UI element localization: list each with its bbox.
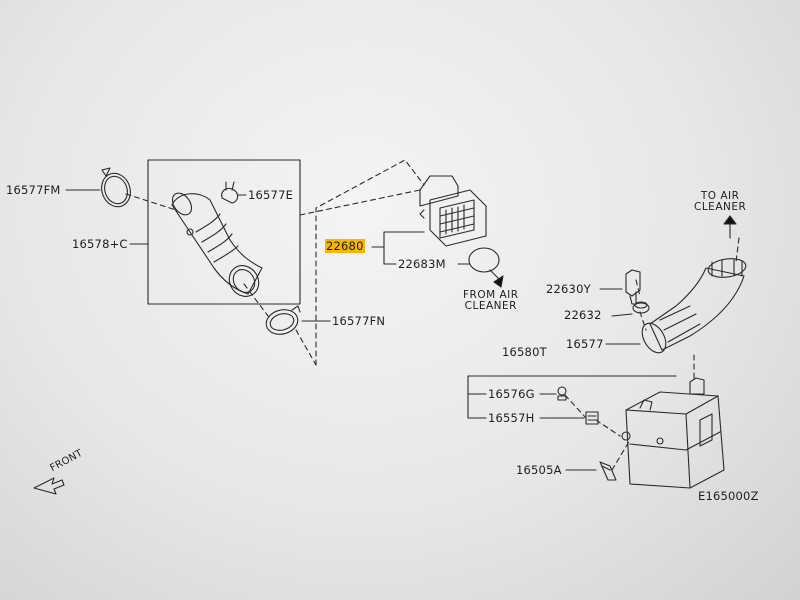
front-arrow — [33, 477, 65, 495]
resonator-hose — [641, 258, 747, 354]
part-16576g — [557, 386, 567, 396]
label-16576g[interactable]: 16576G — [488, 387, 535, 401]
label-22630y[interactable]: 22630Y — [546, 282, 591, 296]
label-22683m[interactable]: 22683M — [398, 257, 446, 271]
label-16577[interactable]: 16577 — [566, 337, 604, 351]
sensor-22630y — [625, 269, 641, 305]
from-air-cleaner-line1: FROM AIR — [463, 289, 519, 301]
bracket-22680 — [371, 231, 425, 248]
dashed-connectors — [125, 159, 740, 471]
label-16580t[interactable]: 16580T — [502, 345, 547, 359]
to-air-cleaner-line1: TO AIR — [700, 190, 740, 202]
to-air-cleaner-note: TO AIR CLEANER — [694, 191, 746, 213]
clip-16577e — [221, 181, 239, 204]
label-22632[interactable]: 22632 — [564, 308, 602, 322]
grommet-22632 — [632, 302, 650, 314]
highlight-22680: 22680 — [325, 239, 365, 253]
arrow-to-air-cleaner — [723, 215, 737, 225]
air-duct — [171, 192, 263, 297]
to-air-cleaner-line2: CLEANER — [694, 201, 747, 213]
bracket-16580t — [467, 375, 521, 419]
bolt-16505a — [599, 461, 617, 481]
from-air-cleaner-note: FROM AIR CLEANER — [463, 290, 519, 312]
label-16577fn[interactable]: 16577FN — [332, 314, 386, 328]
from-air-cleaner-line2: CLEANER — [464, 300, 517, 312]
diagram-code: E165000Z — [698, 489, 759, 503]
clamp-16577fm — [101, 167, 131, 208]
resonator-box — [621, 377, 725, 489]
label-16578c[interactable]: 16578+C — [72, 237, 128, 251]
part-16557h — [585, 411, 599, 425]
o-ring-22683m — [468, 247, 500, 273]
label-16577fm[interactable]: 16577FM — [6, 183, 61, 197]
arrow-from-air-cleaner — [493, 275, 504, 288]
label-16577e[interactable]: 16577E — [248, 188, 294, 202]
clamp-16577fn — [265, 305, 301, 335]
label-22680[interactable]: 22680 — [325, 239, 365, 253]
maf-sensor — [419, 175, 487, 247]
label-16505a[interactable]: 16505A — [516, 463, 562, 477]
label-16557h[interactable]: 16557H — [488, 411, 535, 425]
assembly-box — [147, 159, 301, 305]
